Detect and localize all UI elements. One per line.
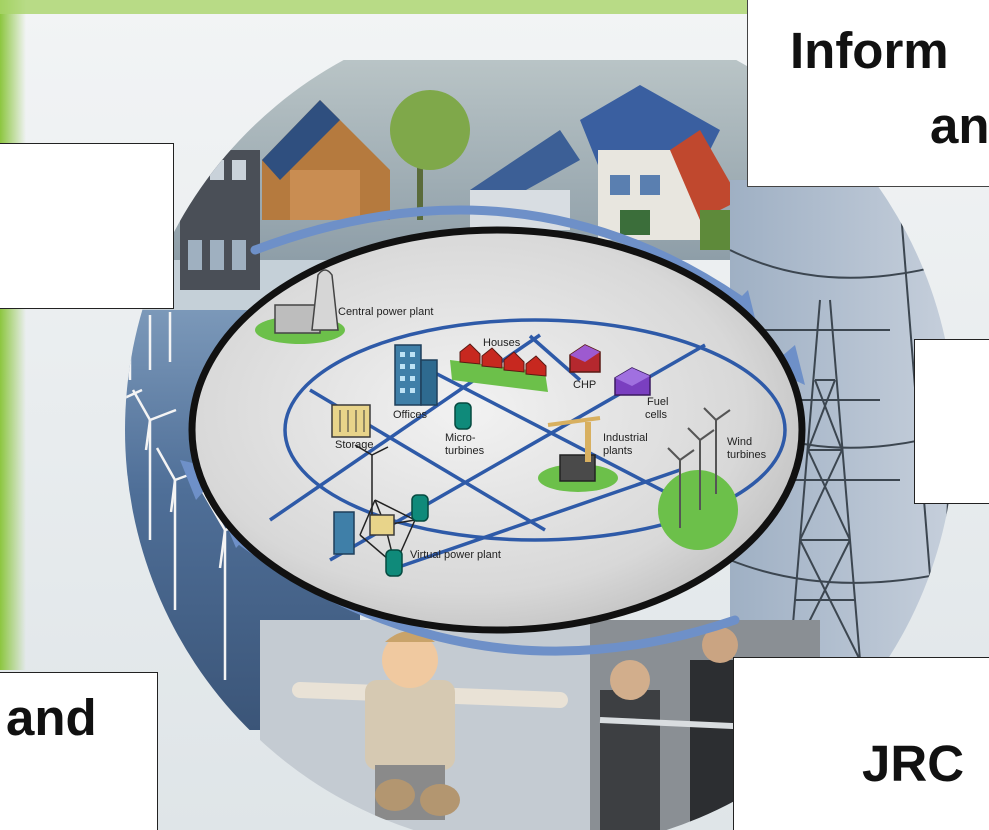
green-edge-left bbox=[0, 0, 26, 670]
child-figure bbox=[292, 631, 568, 820]
green-edge-top bbox=[0, 0, 750, 14]
arrow-top-right bbox=[250, 205, 745, 305]
label-micro: Micro- bbox=[445, 432, 476, 444]
heading-bottom-right: JRC bbox=[862, 735, 965, 792]
heading-bottom-left: and bbox=[6, 689, 97, 746]
text-box-top-left bbox=[0, 143, 174, 309]
houses-icon bbox=[450, 343, 548, 392]
chp-icon bbox=[569, 344, 601, 373]
label-offices: Offices bbox=[393, 409, 428, 421]
label-central-power-plant: Central power plant bbox=[338, 306, 433, 318]
text-box-top-right bbox=[747, 0, 989, 187]
label-houses: Houses bbox=[483, 337, 521, 349]
offices-icon bbox=[394, 344, 438, 406]
micro-turbines-icon bbox=[454, 402, 472, 430]
heading-top-right-line2: an bbox=[930, 97, 989, 154]
label-turbines: turbines bbox=[445, 445, 485, 457]
heading-top-right-line1: Inform bbox=[790, 22, 949, 79]
fuel-cells-icon bbox=[614, 367, 651, 396]
industrial-plants-icon bbox=[538, 416, 618, 492]
storage-icon bbox=[331, 404, 371, 438]
label-industrial: Industrial bbox=[603, 432, 648, 444]
label-plants: plants bbox=[603, 445, 633, 457]
label-storage: Storage bbox=[335, 439, 374, 451]
label-fuel: Fuel bbox=[647, 396, 668, 408]
wind-turbines-icon bbox=[658, 407, 738, 550]
text-box-bottom-left bbox=[0, 672, 158, 830]
label-virtual-power-plant: Virtual power plant bbox=[410, 549, 501, 561]
label-cells: cells bbox=[645, 409, 668, 421]
text-box-right-mid bbox=[914, 339, 989, 504]
label-wind: Wind bbox=[727, 436, 752, 448]
label-chp: CHP bbox=[573, 379, 596, 391]
central-power-plant-icon bbox=[255, 269, 345, 344]
text-box-bottom-right bbox=[733, 657, 989, 830]
label-wind-turbines: turbines bbox=[727, 449, 767, 461]
virtual-power-plant-icon bbox=[333, 444, 429, 577]
